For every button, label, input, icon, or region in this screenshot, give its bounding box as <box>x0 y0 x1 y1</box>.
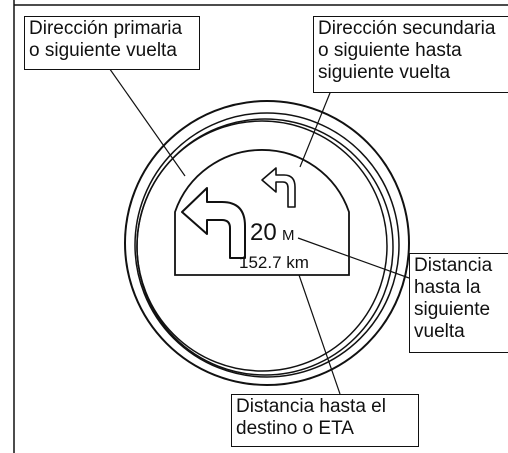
leader-destination <box>298 274 341 395</box>
leader-next-turn <box>297 237 410 279</box>
gauge-middle-ring <box>134 112 400 378</box>
callout-dest-line-2: destino o ETA <box>236 418 354 439</box>
callout-next-line-1: Distancia <box>414 255 493 276</box>
leader-secondary <box>299 87 333 168</box>
distance-value: 20 <box>250 219 277 246</box>
display-window <box>174 149 350 276</box>
gauge-rings <box>124 100 410 386</box>
callout-next-line-2: hasta la <box>414 277 481 298</box>
distance-unit: M <box>282 227 295 244</box>
callout-secondary-line-3: siguiente vuelta <box>318 62 451 83</box>
callout-primary-direction: Dirección primaria o siguiente vuelta <box>24 16 200 70</box>
callout-secondary-direction: Dirección secundaria o siguiente hasta s… <box>313 16 508 93</box>
callout-next-line-4: vuelta <box>414 321 465 342</box>
primary-turn-arrow-icon <box>181 187 246 259</box>
callout-next-turn-distance: Distancia hasta la siguiente vuelta <box>409 253 508 353</box>
callout-secondary-line-1: Dirección secundaria <box>318 18 496 39</box>
callout-primary-line-2: o siguiente vuelta <box>29 40 177 61</box>
leader-primary <box>106 64 186 177</box>
leader-lines <box>106 64 410 395</box>
callout-dest-line-1: Distancia hasta el <box>236 396 386 417</box>
callout-destination-distance: Distancia hasta el destino o ETA <box>231 394 419 447</box>
callout-next-line-3: siguiente <box>414 299 491 320</box>
callout-secondary-line-2: o siguiente hasta <box>318 40 462 61</box>
secondary-turn-arrow-icon <box>261 167 296 208</box>
total-distance: 152.7 km <box>239 253 309 272</box>
callout-primary-line-1: Dirección primaria <box>29 18 183 39</box>
gauge-inner-ring <box>136 120 388 372</box>
gauge-outer-ring <box>124 100 410 386</box>
